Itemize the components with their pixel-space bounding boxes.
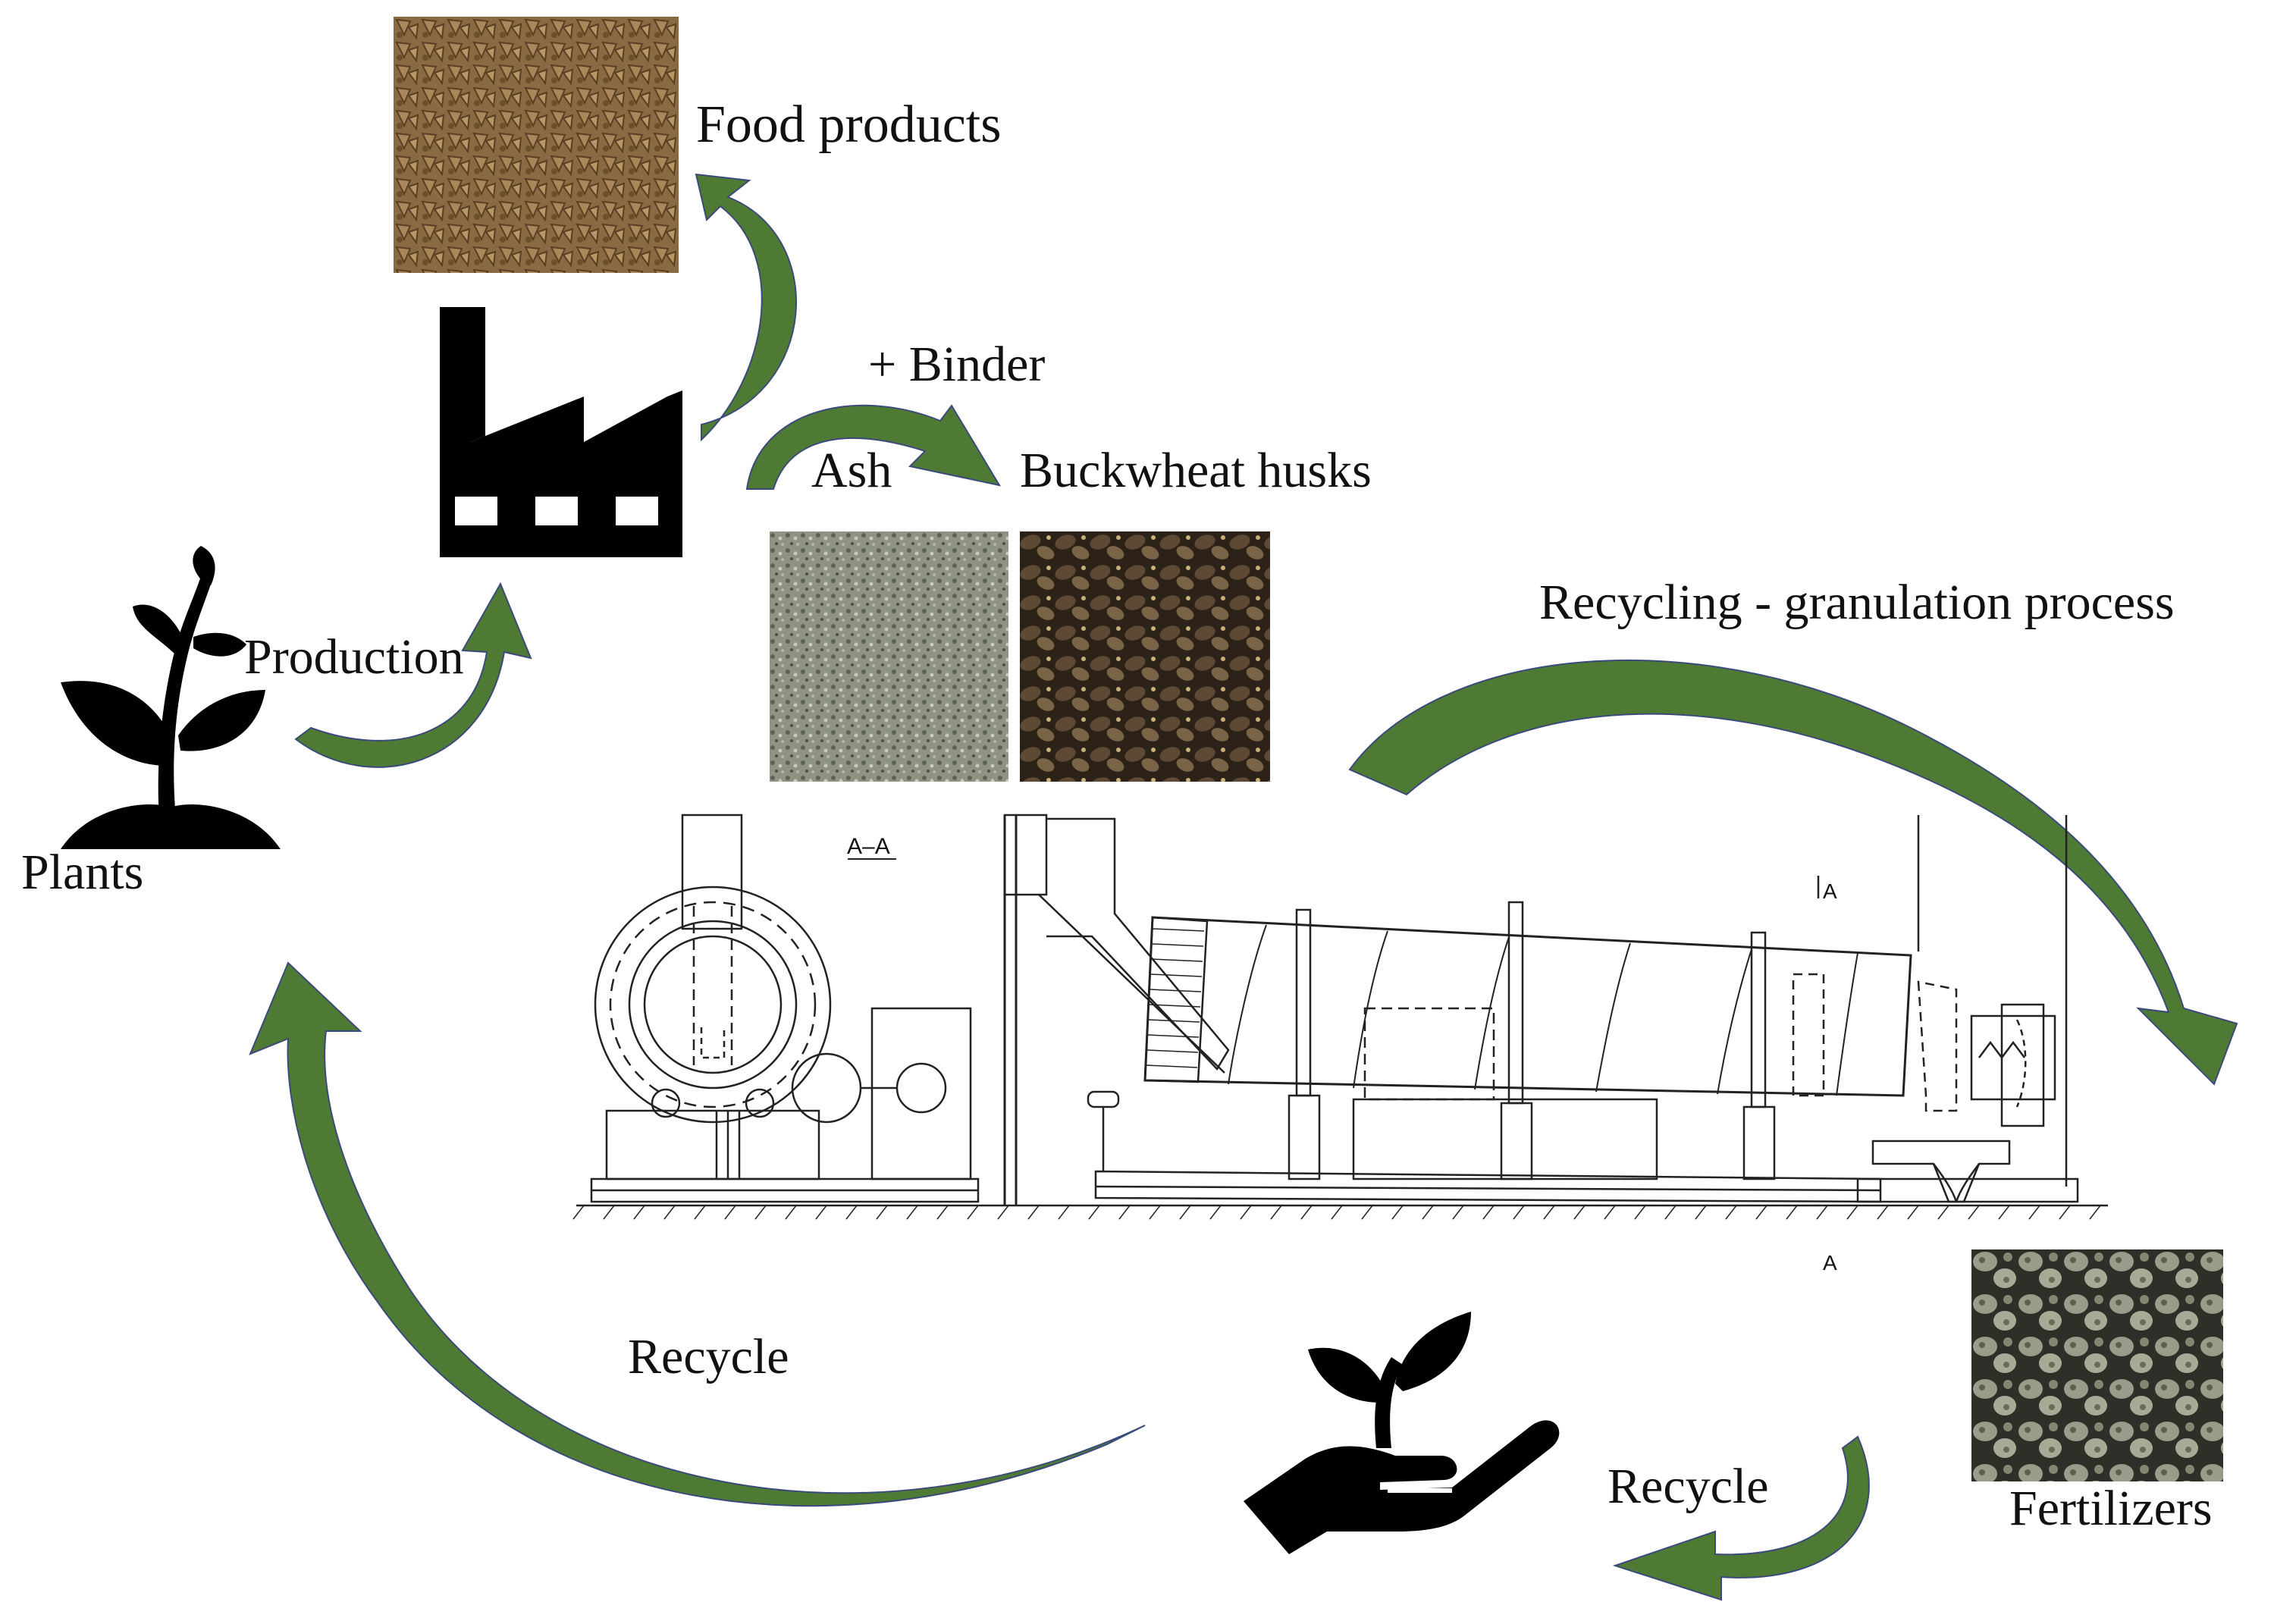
fertilizers-photo [1971, 1249, 2223, 1481]
recycle-right-label: Recycle [1607, 1459, 1769, 1514]
arrow-ash-to-husks [745, 404, 1002, 490]
granulator-technical-drawing [572, 814, 2108, 1220]
recycle-left-label: Recycle [628, 1329, 789, 1384]
arrow-factory-to-food [695, 173, 797, 442]
arrow-recycle-to-plants [249, 961, 1146, 1507]
buckwheat-husks-photo [1020, 531, 1270, 782]
recycling-process-label: Recycling - granulation process [1539, 575, 2175, 630]
factory-icon [440, 307, 682, 557]
plants-label: Plants [21, 845, 144, 900]
binder-label: + Binder [868, 337, 1046, 392]
arrow-recycling-granulation [1348, 659, 2238, 1086]
ash-photo [770, 531, 1008, 782]
arrow-plants-to-factory [294, 582, 532, 768]
cut-marker-top-label: A [1823, 879, 1837, 903]
section-a-a-label: A–A [847, 834, 890, 859]
hand-holding-plant-icon [1244, 1312, 1560, 1554]
buckwheat-husks-label: Buckwheat husks [1020, 443, 1372, 498]
ash-label: Ash [811, 443, 892, 498]
production-label: Production [244, 629, 464, 685]
food-products-photo [394, 17, 679, 273]
cut-marker-bottom-label: A [1823, 1251, 1837, 1274]
fertilizers-label: Fertilizers [2009, 1481, 2213, 1536]
plant-sprout-icon [61, 546, 281, 849]
arrow-recycle-small [1612, 1435, 1870, 1601]
food-products-label: Food products [696, 96, 1002, 154]
